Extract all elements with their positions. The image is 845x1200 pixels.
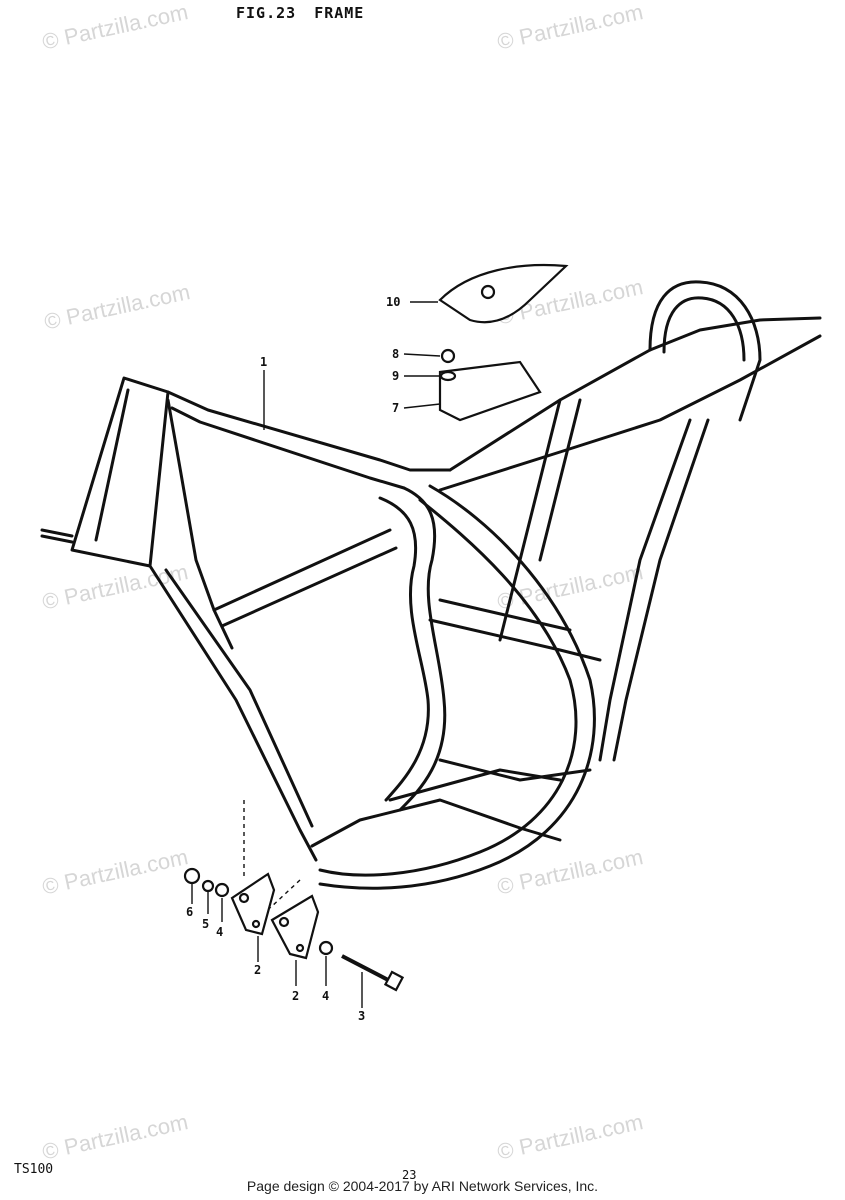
callout-8: 8 <box>392 347 399 361</box>
figure-name: FRAME <box>314 4 365 22</box>
part-9-washer <box>439 370 457 382</box>
part-6-nut <box>183 867 201 885</box>
part-3-bolt <box>341 954 405 992</box>
callout-10: 10 <box>386 295 400 309</box>
footer-copyright: Page design © 2004-2017 by ARI Network S… <box>246 1178 599 1194</box>
part-2-plate-left <box>230 872 276 936</box>
part-7-bracket <box>438 360 542 422</box>
figure-label: FIG.23 <box>236 4 297 22</box>
part-5-washer <box>201 879 215 893</box>
callout-9: 9 <box>392 369 399 383</box>
callout-6: 6 <box>186 905 193 919</box>
part-10-cover <box>438 263 569 324</box>
figure-title: FIG.23 FRAME <box>236 4 364 22</box>
part-2-plate-right <box>270 894 320 960</box>
callout-5: 5 <box>202 917 209 931</box>
callout-2: 2 <box>254 963 261 977</box>
model-label: TS100 <box>14 1162 54 1177</box>
callout-4: 4 <box>216 925 223 939</box>
callout-1: 1 <box>260 355 267 369</box>
part-8-bolt <box>440 348 456 364</box>
callout-4: 4 <box>322 989 329 1003</box>
callout-2: 2 <box>292 989 299 1003</box>
callout-7: 7 <box>392 401 399 415</box>
part-4-washer <box>318 940 334 956</box>
motorcycle-frame <box>40 280 822 890</box>
part-4-washer <box>214 882 230 898</box>
page-number: 23 <box>402 1168 417 1182</box>
callout-3: 3 <box>358 1009 365 1023</box>
